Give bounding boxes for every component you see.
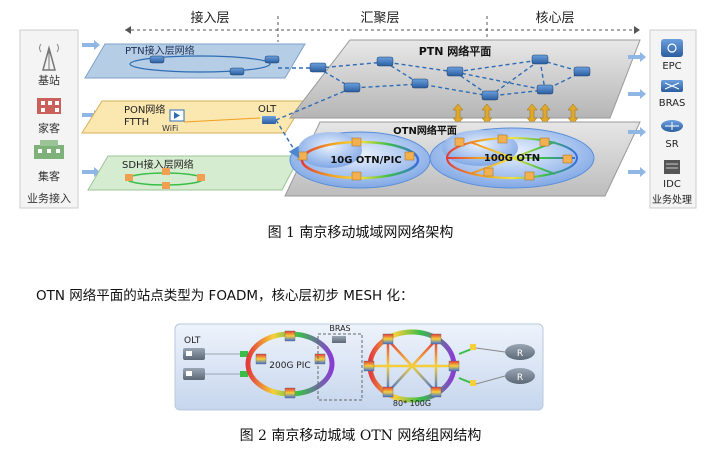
otn-plane-label: OTN网络平面 xyxy=(393,124,457,137)
layer-label-aggregation: 汇聚层 xyxy=(360,11,399,26)
idc-server-icon xyxy=(664,160,680,174)
otn-topology-diagram: OLT 200G PIC BRAS 80* 100G R xyxy=(174,323,544,411)
uplink-ports xyxy=(470,344,476,386)
fig2-olt-label: OLT xyxy=(184,336,201,346)
olt-device-icon xyxy=(262,116,276,124)
ptn-plane-label: PTN 网络平面 xyxy=(419,44,492,58)
label-bras: BRAS xyxy=(659,98,686,109)
label-sr: SR xyxy=(665,139,678,150)
base-station-icon xyxy=(39,43,59,71)
pon-label-2: FTTH xyxy=(124,117,149,128)
otn-10g-label: 10G OTN/PIC xyxy=(330,155,401,166)
olt-device-icons xyxy=(183,348,205,380)
sr-router-icon xyxy=(661,120,683,132)
ptn-access-nodes xyxy=(149,55,280,76)
pic-nodes xyxy=(255,330,326,399)
ptn-access-ring xyxy=(129,55,271,73)
olt-ports xyxy=(240,351,248,377)
interconnect-arrows xyxy=(452,103,579,125)
epc-icon xyxy=(661,39,683,57)
sdh-nodes xyxy=(125,168,205,189)
olt-links xyxy=(205,353,240,375)
right-panel xyxy=(649,29,697,209)
otn-nodes xyxy=(297,134,573,181)
svg-text:R: R xyxy=(517,373,523,383)
fig2-bras-label: BRAS xyxy=(329,324,350,333)
ptn-access-label: PTN接入层网络 xyxy=(125,44,195,57)
router-icons: R R xyxy=(505,344,535,384)
sdh-access-label: SDH接入层网络 xyxy=(122,158,194,171)
fig2-core-label: 80* 100G xyxy=(393,399,431,408)
router-links xyxy=(475,347,506,385)
home-building-icon xyxy=(37,98,61,114)
bras-boundary xyxy=(317,333,363,401)
label-epc: EPC xyxy=(662,61,681,72)
bras-device-icon xyxy=(332,336,346,343)
svg-text:R: R xyxy=(517,349,523,359)
figure-1-caption: 图 1 南京移动城域网网络架构 xyxy=(267,225,454,241)
label-home: 家客 xyxy=(38,121,60,135)
otn-100g-label: 100G OTN xyxy=(484,153,540,164)
label-access-business: 业务接入 xyxy=(27,192,71,205)
wifi-label: WiFi xyxy=(162,124,178,133)
ptn-core-nodes xyxy=(309,54,591,101)
fig2-background xyxy=(174,323,544,411)
bras-icon xyxy=(661,80,683,92)
layer-label-core: 核心层 xyxy=(535,11,574,26)
fig2-pic-label: 200G PIC xyxy=(269,361,310,371)
label-base-station: 基站 xyxy=(38,73,60,87)
core-nodes xyxy=(363,333,460,398)
body-paragraph: OTN 网络平面的站点类型为 FOADM，核心层初步 MESH 化： xyxy=(36,288,414,304)
enterprise-building-icon xyxy=(34,140,64,159)
layer-label-access: 接入层 xyxy=(190,10,229,26)
network-architecture-diagram: 接入层 汇聚层 核心层 基站 家客 集客 业务接入 PTN接入层网络 PON网络… xyxy=(19,10,697,209)
core-mesh-links xyxy=(370,339,454,393)
label-enterprise: 集客 xyxy=(38,169,60,183)
olt-label: OLT xyxy=(258,104,277,115)
sdh-plane xyxy=(87,155,301,191)
core-output-arrows xyxy=(628,52,646,177)
label-business-processing: 业务处理 xyxy=(652,193,692,206)
figure-2-caption: 图 2 南京移动城域 OTN 网络组网结构 xyxy=(239,428,482,444)
label-idc: IDC xyxy=(663,179,681,190)
pon-label-1: PON网络 xyxy=(124,103,165,116)
